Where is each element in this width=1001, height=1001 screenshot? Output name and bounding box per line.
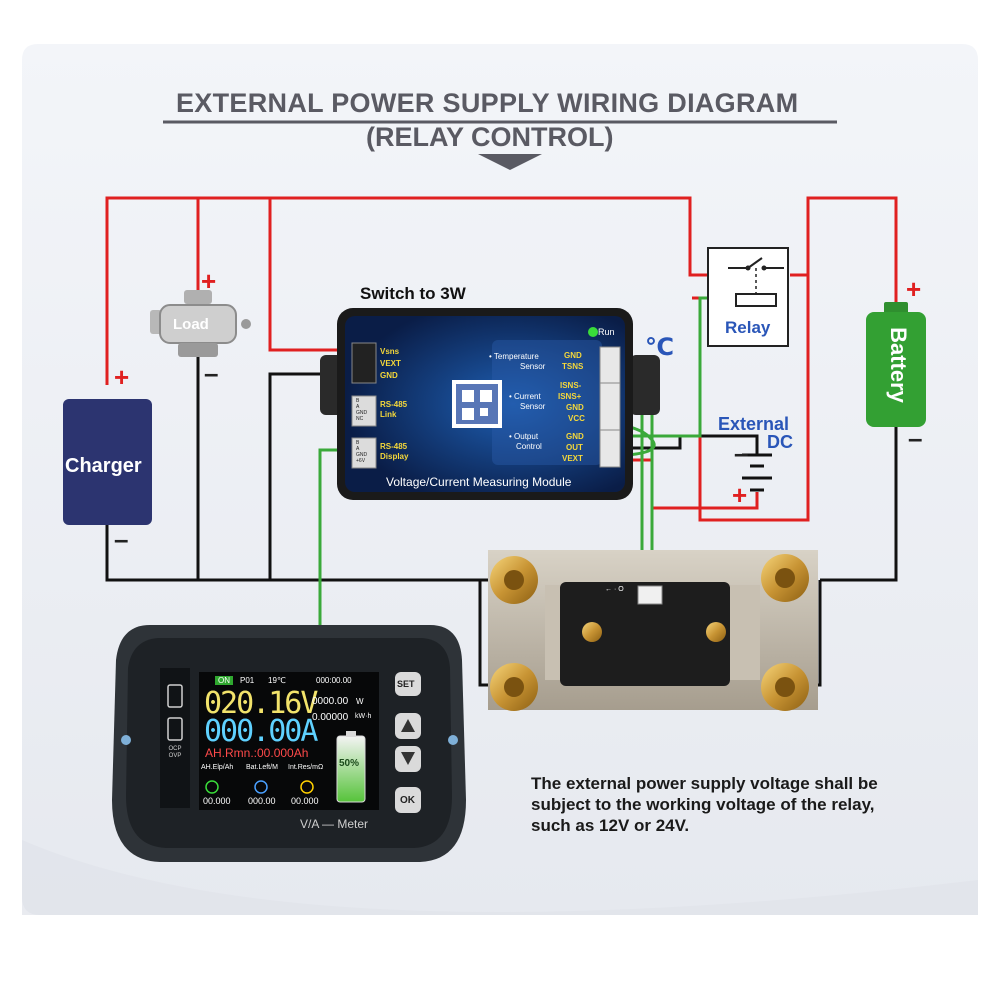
pin-isns-plus: ISNS+ — [558, 392, 582, 401]
meter-brand: V/A — Meter — [300, 817, 369, 831]
external-dc-symbol — [742, 453, 772, 492]
link-pin-gnd: GND — [356, 410, 368, 416]
meter-energy-unit: kW·h — [355, 713, 372, 720]
switch-label: Switch to 3W — [360, 284, 466, 303]
shunt-terminal — [490, 663, 538, 711]
title-arrow — [478, 154, 542, 170]
meter-set-label: SET — [397, 679, 415, 689]
diagram-title: EXTERNAL POWER SUPPLY WIRING DIAGRAM — [176, 88, 799, 118]
display-pin-6v: +6V — [356, 458, 366, 464]
external-dc-plus-sign: + — [732, 480, 748, 510]
meter-button-down[interactable] — [395, 746, 421, 772]
pin-tsns: TSNS — [562, 362, 584, 371]
rs485-link-label: RS-485 — [380, 400, 408, 409]
current-sensor-label-2: Sensor — [520, 402, 546, 411]
link-pin-nc: NC — [356, 416, 364, 422]
module-title: Voltage/Current Measuring Module — [386, 475, 572, 489]
meter-power-unit: W — [356, 697, 364, 706]
external-dc-minus-sign: – — [734, 438, 749, 468]
meter-status-p: P01 — [240, 676, 255, 685]
display-pin-gnd: GND — [356, 452, 368, 458]
charger-minus-sign: – — [114, 524, 129, 554]
diagram-subtitle: (RELAY CONTROL) — [366, 122, 614, 152]
display-pin-a: A — [356, 446, 360, 452]
battery-label: Battery — [886, 327, 911, 403]
meter-col-label-ah: AH.Elp/Ah — [201, 764, 234, 771]
rs485-display-label-2: Display — [380, 452, 409, 461]
meter-display — [112, 625, 466, 862]
meter-power: 0000.00 — [312, 696, 349, 707]
meter-col-value-ah: 00.000 — [203, 796, 231, 806]
temperature-symbol: ℃ — [645, 334, 675, 361]
shunt-terminal — [761, 554, 809, 602]
output-control-label: • Output — [509, 432, 539, 441]
meter-col-label-bat: Bat.Left/M — [246, 764, 278, 771]
pin-vcc: VCC — [568, 414, 585, 423]
pin-temp-gnd: GND — [564, 351, 582, 360]
meter-energy: 0.00000 — [312, 712, 349, 723]
shunt-terminal — [761, 663, 809, 711]
pin-current-gnd: GND — [566, 403, 584, 412]
pin-isns-minus: ISNS- — [560, 381, 582, 390]
load-minus-sign: – — [204, 358, 219, 388]
link-pin-b: B — [356, 398, 360, 404]
measuring-module — [320, 308, 660, 500]
rs485-display-label: RS-485 — [380, 442, 408, 451]
meter-status-time: 000:00.00 — [316, 676, 352, 685]
pin-out: OUT — [566, 443, 583, 452]
external-dc-label: External — [718, 414, 790, 434]
meter-button-up[interactable] — [395, 713, 421, 739]
shunt — [488, 550, 818, 711]
load-plus-sign: + — [201, 266, 217, 296]
output-control-label-2: Control — [516, 442, 542, 451]
meter-ah-remaining: AH.Rmn.:00.000Ah — [205, 746, 309, 760]
temperature-sensor-label: • Temperature — [489, 352, 539, 361]
pin-gnd: GND — [380, 371, 398, 380]
charger-plus-sign: + — [114, 362, 130, 392]
pin-vsns: Vsns — [380, 347, 400, 356]
meter-ok-label: OK — [400, 795, 415, 806]
battery — [866, 302, 926, 427]
meter-col-value-bat: 000.00 — [248, 796, 276, 806]
current-sensor-label: • Current — [509, 392, 541, 401]
pin-vext: VEXT — [380, 359, 401, 368]
battery-minus-sign: – — [908, 423, 923, 453]
run-label: Run — [598, 327, 615, 337]
meter-status-temp: 19℃ — [268, 676, 286, 685]
background-swoosh — [22, 840, 978, 915]
meter-ocp-ovp-icon: OCP OVP — [168, 746, 182, 759]
display-pin-b: B — [356, 440, 360, 446]
meter-col-value-res: 00.000 — [291, 796, 319, 806]
meter-button-set[interactable] — [395, 672, 421, 696]
pin-output-gnd: GND — [566, 432, 584, 441]
temperature-sensor-label-2: Sensor — [520, 362, 546, 371]
charger — [63, 399, 152, 525]
load-label: Load — [173, 316, 209, 333]
meter-voltage: 020.16V — [204, 686, 318, 721]
meter-current: 000.00A — [204, 714, 318, 749]
meter-status-on: ON — [215, 676, 233, 685]
meter-button-ok[interactable] — [395, 787, 421, 813]
link-pin-a: A — [356, 404, 360, 410]
relay-label: Relay — [725, 318, 771, 337]
shunt-terminal — [490, 556, 538, 604]
meter-battery-percent: 50% — [339, 758, 360, 769]
battery-plus-sign: + — [906, 274, 922, 304]
pin-vext-out: VEXT — [562, 454, 583, 463]
charger-label: Charger — [65, 455, 142, 477]
load-motor-icon — [150, 290, 251, 357]
note-text: The external power supply voltage shall … — [531, 774, 878, 835]
external-dc-label-2: DC — [767, 432, 793, 452]
rs485-link-label-2: Link — [380, 410, 397, 419]
meter-col-label-res: Int.Res/mΩ — [288, 764, 324, 771]
relay — [707, 247, 789, 347]
shunt-connector-label: ← · O — [605, 586, 624, 593]
